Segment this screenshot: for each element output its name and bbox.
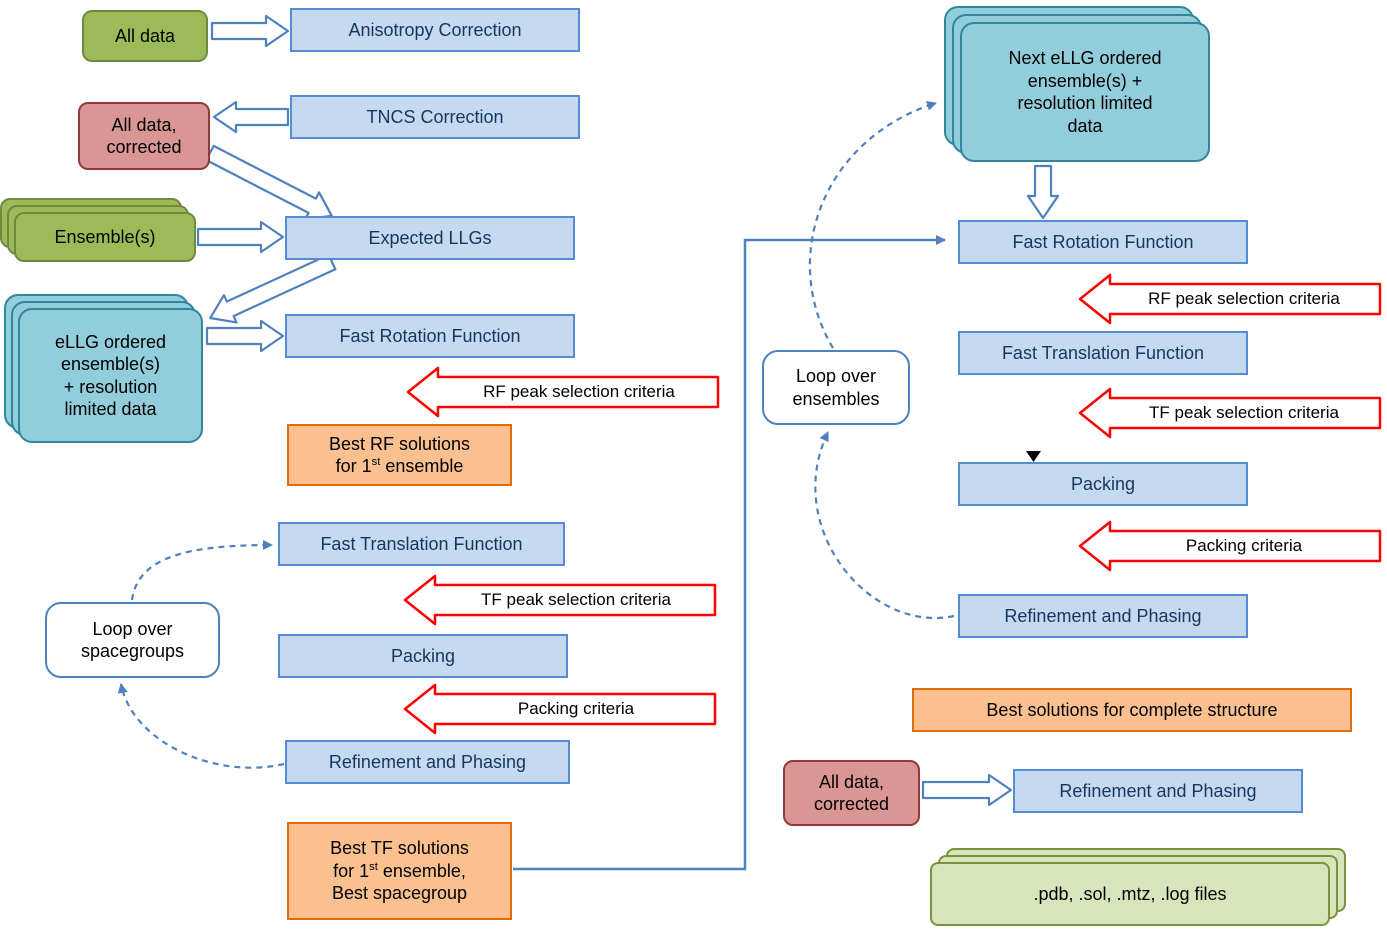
node-next-ellg-ordered-ensembles-label: Next eLLG ordered ensemble(s) + resoluti…: [1008, 48, 1162, 136]
node-refinement-phasing-left-label: Refinement and Phasing: [328, 751, 527, 772]
red-arrow-packing-left: [403, 683, 717, 735]
node-next-ellg-ordered-ensembles: Next eLLG ordered ensemble(s) + resoluti…: [960, 22, 1210, 162]
node-packing-left-label: Packing: [390, 645, 456, 666]
best-tf-line3: Best spacegroup: [331, 883, 468, 904]
arrow-corrected2-to-final: [921, 773, 1013, 807]
arrow-nextellg-to-frf: [1026, 164, 1060, 220]
node-fast-rotation-function-left: Fast Rotation Function: [285, 314, 575, 358]
node-all-data-corrected-label: All data, corrected: [106, 114, 182, 158]
node-output-files: .pdb, .sol, .mtz, .log files: [930, 862, 1330, 926]
red-arrow-tf-right: [1078, 387, 1382, 439]
red-arrow-packing-right: [1078, 520, 1382, 572]
node-ensembles: Ensemble(s): [14, 212, 196, 262]
arrow-expectedllgs-to-ellg: [209, 253, 337, 324]
node-ellg-ordered-ensembles: eLLG ordered ensemble(s) + resolution li…: [18, 308, 203, 443]
criteria-tf-right-label: TF peak selection criteria: [1149, 403, 1339, 422]
best-tf-line2-pre: for 1: [333, 860, 370, 881]
node-expected-llgs-label: Expected LLGs: [368, 227, 492, 248]
criteria-packing-right-label: Packing criteria: [1185, 536, 1303, 555]
node-best-rf-solutions-label: Best RF solutions for 1st ensemble: [329, 433, 470, 478]
red-arrow-rf-left: [406, 366, 720, 418]
best-rf-line2-sup: st: [371, 456, 381, 468]
node-loop-over-ensembles: Loop over ensembles: [762, 350, 910, 425]
dashed-arc-rnp-to-loop-spacegroups: [117, 683, 285, 769]
best-rf-line2: for 1st ensemble: [329, 455, 470, 478]
best-tf-line2-post: ensemble,: [377, 860, 466, 881]
best-rf-line2-post: ensemble: [380, 456, 464, 476]
node-fast-rotation-function-right: Fast Rotation Function: [958, 220, 1248, 264]
criteria-tf-left-label: TF peak selection criteria: [481, 590, 671, 609]
node-refinement-phasing-final: Refinement and Phasing: [1013, 769, 1303, 813]
node-refinement-phasing-final-label: Refinement and Phasing: [1059, 780, 1257, 801]
node-loop-over-ensembles-label: Loop over ensembles: [792, 366, 880, 409]
node-loop-over-spacegroups: Loop over spacegroups: [45, 602, 220, 678]
node-fast-rotation-function-left-label: Fast Rotation Function: [339, 325, 521, 346]
node-all-data-corrected-2-label: All data, corrected: [813, 771, 890, 815]
criteria-packing-left-label: Packing criteria: [517, 699, 635, 718]
node-expected-llgs: Expected LLGs: [285, 216, 575, 260]
node-all-data-corrected-2: All data, corrected: [783, 760, 920, 826]
node-tncs-correction: TNCS Correction: [290, 95, 580, 139]
node-best-solutions-complete-structure-label: Best solutions for complete structure: [986, 699, 1278, 720]
node-packing-right: Packing: [958, 462, 1248, 506]
dashed-arc-loop-ensembles-to-nextellg: [808, 100, 937, 349]
node-refinement-phasing-right: Refinement and Phasing: [958, 594, 1248, 638]
node-loop-over-spacegroups-label: Loop over spacegroups: [80, 618, 185, 662]
dashed-arc-loop-spacegroups-to-ftf: [130, 540, 273, 601]
node-ensembles-label: Ensemble(s): [54, 226, 156, 247]
criteria-rf-left-label: RF peak selection criteria: [483, 382, 675, 401]
node-fast-translation-function-left-label: Fast Translation Function: [320, 533, 523, 554]
best-rf-line1: Best RF solutions: [328, 433, 471, 454]
node-refinement-phasing-left: Refinement and Phasing: [285, 740, 570, 784]
small-down-arrowhead: [1026, 451, 1041, 462]
node-fast-translation-function-left: Fast Translation Function: [278, 522, 565, 566]
best-tf-line2-sup: st: [369, 860, 378, 873]
node-refinement-phasing-right-label: Refinement and Phasing: [1004, 605, 1202, 626]
arrow-ensembles-to-expectedllgs: [196, 220, 285, 254]
node-tncs-correction-label: TNCS Correction: [366, 106, 504, 127]
node-best-rf-solutions: Best RF solutions for 1st ensemble: [287, 424, 512, 486]
node-all-data-corrected: All data, corrected: [78, 102, 210, 170]
node-anisotropy-correction: Anisotropy Correction: [290, 8, 580, 52]
dashed-arc-rnp-to-loop-ensembles: [814, 431, 955, 619]
node-packing-left: Packing: [278, 634, 568, 678]
node-fast-translation-function-right: Fast Translation Function: [958, 331, 1248, 375]
node-fast-rotation-function-right-label: Fast Rotation Function: [1012, 231, 1194, 252]
node-anisotropy-correction-label: Anisotropy Correction: [348, 19, 522, 40]
arrow-tncs-to-corrected: [212, 100, 290, 134]
arrow-alldata-to-anisotropy: [210, 14, 290, 48]
node-best-tf-solutions-label: Best TF solutions for 1st ensemble, Best…: [330, 837, 469, 905]
connector-besttf-to-frf-right: [513, 235, 946, 871]
node-all-data-label: All data: [114, 25, 176, 46]
arrow-ellg-to-frf: [205, 319, 285, 353]
red-arrow-rf-right: [1078, 273, 1382, 325]
node-all-data: All data: [82, 10, 208, 62]
node-packing-right-label: Packing: [1070, 473, 1136, 494]
node-fast-translation-function-right-label: Fast Translation Function: [1001, 342, 1205, 363]
best-tf-line2: for 1st ensemble,: [330, 860, 469, 883]
red-arrow-tf-left: [403, 574, 717, 626]
node-best-tf-solutions: Best TF solutions for 1st ensemble, Best…: [287, 822, 512, 920]
node-ellg-ordered-ensembles-label: eLLG ordered ensemble(s) + resolution li…: [54, 331, 167, 420]
criteria-rf-right-label: RF peak selection criteria: [1148, 289, 1340, 308]
best-tf-line1: Best TF solutions: [330, 838, 469, 859]
node-output-files-label: .pdb, .sol, .mtz, .log files: [1033, 883, 1227, 904]
node-best-solutions-complete-structure: Best solutions for complete structure: [912, 688, 1352, 732]
best-rf-line2-pre: for 1: [335, 456, 372, 476]
